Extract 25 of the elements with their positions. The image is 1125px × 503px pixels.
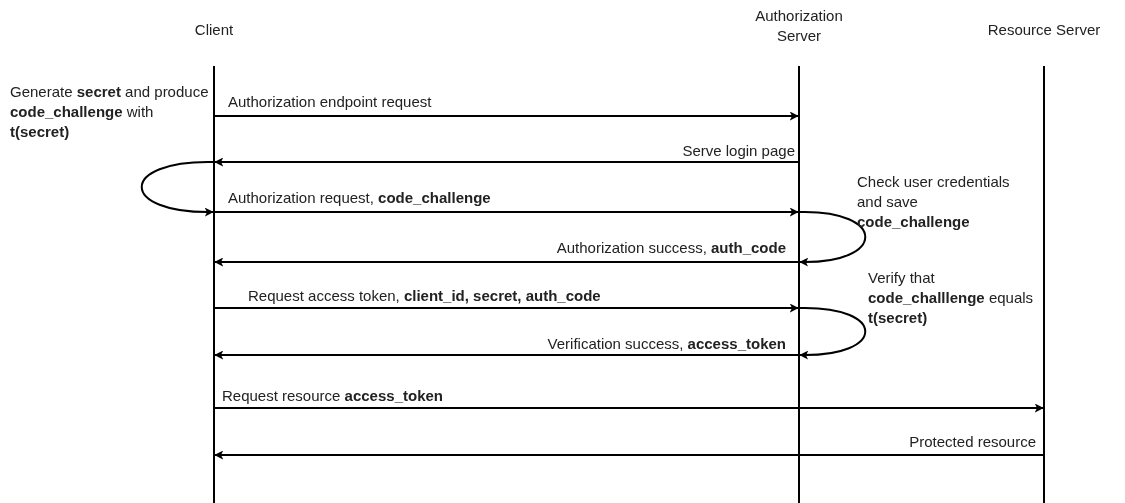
message-label: Request access token, client_id, secret, auth_code [248, 288, 601, 304]
note-text: Verify that code_challlenge equals t(secret) [868, 268, 1035, 328]
self-loop-arrow [799, 307, 867, 360]
participant-label: Authorization Server [754, 6, 844, 46]
message-arrow [214, 350, 799, 360]
message-label: Authorization request, code_challenge [228, 190, 491, 206]
self-loop-arrow [799, 211, 867, 267]
message-arrow [214, 403, 1044, 413]
message-arrow [214, 450, 1044, 460]
message-label: Protected resource [909, 434, 1036, 450]
note-text: Generate secret and produce code_challenge with t(secret) [10, 82, 210, 142]
message-arrow [214, 157, 799, 167]
message-label: Serve login page [682, 143, 795, 159]
message-label: Request resource access_token [222, 388, 443, 404]
self-loop-arrow [140, 161, 214, 217]
message-label: Verification success, access_token [547, 336, 786, 352]
participant-label: Resource Server [986, 20, 1102, 40]
message-label: Authorization endpoint request [228, 94, 432, 110]
message-arrow [214, 207, 799, 217]
message-arrow [214, 111, 799, 121]
participant-label: Client [193, 20, 235, 40]
message-arrow [214, 303, 799, 313]
message-label: Authorization success, auth_code [556, 240, 786, 256]
message-arrow [214, 257, 799, 267]
note-text: Check user credentials and save code_challenge [857, 172, 1011, 232]
